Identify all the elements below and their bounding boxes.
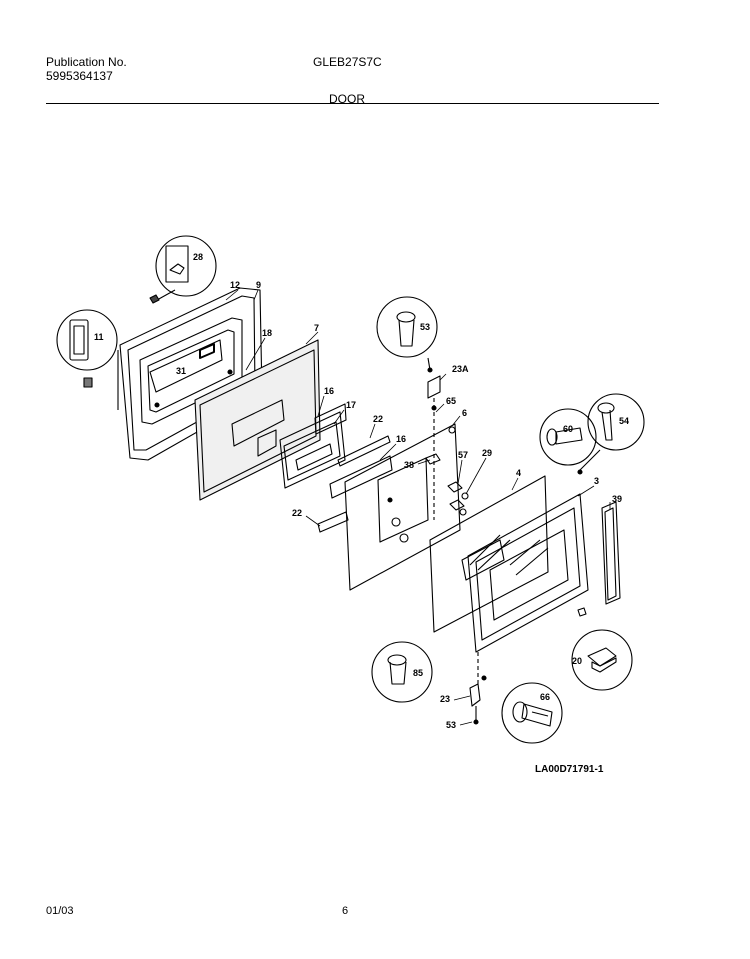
callout-12: 12 <box>230 280 240 290</box>
callout-9: 9 <box>256 280 261 290</box>
publication-number: 5995364137 <box>46 69 113 83</box>
publication-label: Publication No. <box>46 55 127 69</box>
callout-66: 66 <box>540 692 550 702</box>
part-20-detail <box>571 607 633 691</box>
callout-4: 4 <box>516 468 521 478</box>
callout-57: 57 <box>458 450 468 460</box>
part-60-detail <box>539 408 597 466</box>
callout-29: 29 <box>482 448 492 458</box>
bracket-22-upper <box>337 435 391 467</box>
small-parts <box>425 453 469 516</box>
callout-labels: 28 12 9 11 18 7 31 16 17 22 16 53 23A 65… <box>94 252 629 730</box>
callout-22b: 22 <box>292 508 302 518</box>
callout-31: 31 <box>176 366 186 376</box>
part-66-detail <box>501 682 563 744</box>
callout-65a: 65 <box>446 396 456 406</box>
callout-3: 3 <box>594 476 599 486</box>
hinge-23A <box>427 375 441 520</box>
part-28-detail <box>149 235 217 304</box>
callout-7: 7 <box>314 323 319 333</box>
callout-54: 54 <box>619 416 629 426</box>
callout-23A: 23A <box>452 364 469 374</box>
header-rule <box>46 103 659 104</box>
door-panel-7 <box>194 339 321 501</box>
callout-17: 17 <box>346 400 356 410</box>
glass-16 <box>329 455 393 499</box>
footer-date: 01/03 <box>46 905 74 917</box>
callout-85: 85 <box>413 668 423 678</box>
callout-38: 38 <box>404 460 414 470</box>
part-85-detail <box>371 641 433 703</box>
callout-53b: 53 <box>446 720 456 730</box>
callout-20: 20 <box>572 656 582 666</box>
hinge-23 <box>469 652 487 725</box>
leader-lines <box>225 289 611 726</box>
diagram-id-code: LA00D71791-1 <box>535 764 604 775</box>
insulation-blocks <box>279 403 347 489</box>
inner-frame-6 <box>344 423 461 591</box>
model-number: GLEB27S7C <box>313 55 382 69</box>
bracket-22-lower <box>317 511 349 533</box>
callout-11: 11 <box>94 332 104 342</box>
section-title: DOOR <box>329 92 365 106</box>
callout-18: 18 <box>262 328 272 338</box>
part-11-detail <box>56 309 118 388</box>
part-53-detail <box>376 296 438 373</box>
callout-6: 6 <box>462 408 467 418</box>
callout-53a: 53 <box>420 322 430 332</box>
callout-39: 39 <box>612 494 622 504</box>
callout-22a: 22 <box>373 414 383 424</box>
callout-28: 28 <box>193 252 203 262</box>
part-54-detail <box>577 393 645 475</box>
callout-16b: 16 <box>396 434 406 444</box>
outer-frame-3 <box>467 493 589 653</box>
outer-glass-4 <box>429 475 549 633</box>
page-number: 6 <box>342 905 349 917</box>
callout-23: 23 <box>440 694 450 704</box>
callout-16a: 16 <box>324 386 334 396</box>
handle-39 <box>601 501 621 605</box>
callout-60: 60 <box>563 424 573 434</box>
